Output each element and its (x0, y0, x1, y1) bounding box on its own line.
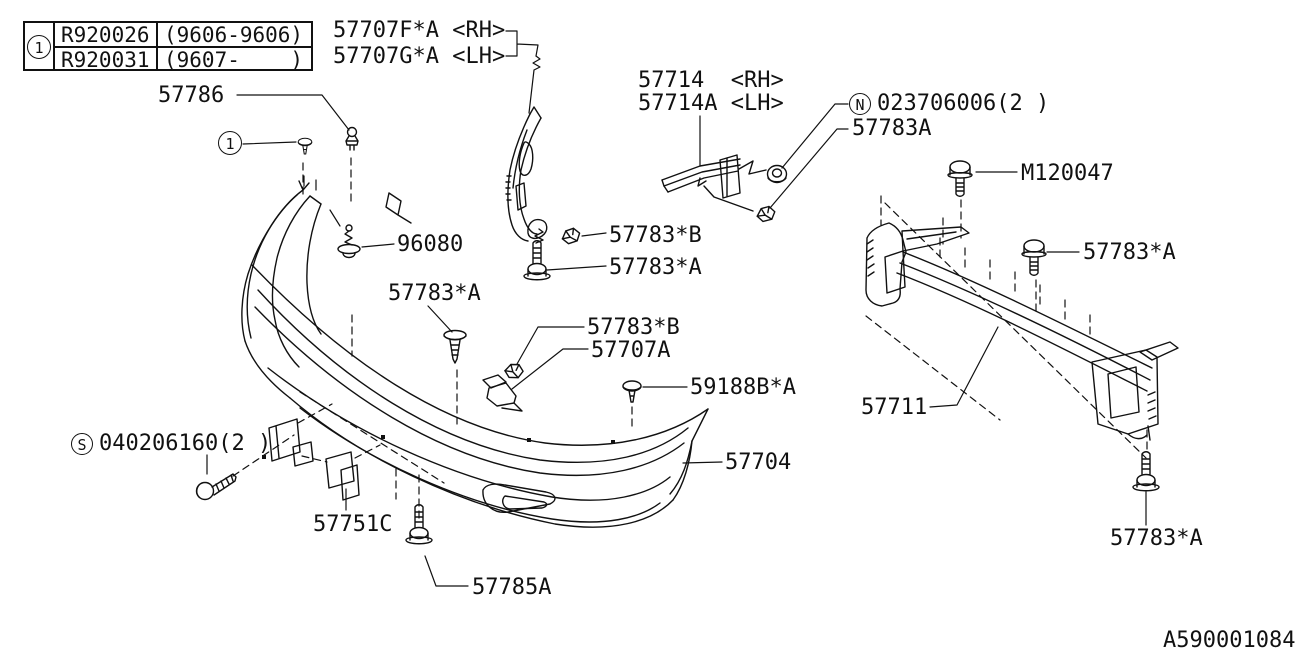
callout-57783b-2: 57783*B (587, 315, 680, 340)
callout-57783b-1: 57783*B (609, 223, 702, 248)
callout-57783a-bottom: 57783*A (1110, 526, 1203, 551)
legend-part-no: R920031 (55, 46, 158, 71)
callout-57714a-lh: 57714A <LH> (638, 91, 784, 116)
leader-lines (206, 30, 1147, 587)
callout-57751c: 57751C (313, 512, 393, 537)
callout-57707g: 57707G*A <LH> (333, 44, 506, 69)
legend-part-no: R920026 (55, 23, 158, 46)
circled-number-1-callout: 1 (218, 131, 242, 155)
pin-59188b-icon (622, 380, 642, 403)
callout-040206160: 040206160(2 ) (99, 431, 272, 456)
stay-bracket-drawing (661, 154, 767, 212)
callout-57707a: 57707A (591, 338, 671, 363)
bolt-57783a-right-icon (1021, 239, 1047, 276)
nut-023706006-icon (766, 164, 788, 184)
legend-marker-cell: 1 (25, 23, 55, 71)
callout-57785a: 57785A (472, 575, 552, 600)
circled-letter-s: S (71, 433, 93, 455)
callout-57783a-upper: 57783A (852, 116, 932, 141)
circled-number-1: 1 (27, 35, 51, 59)
clip-96080-icon (337, 224, 361, 259)
beam-drawing (865, 222, 1179, 441)
callout-57714-rh: 57714 <RH> (638, 68, 784, 93)
callout-57783a-right: 57783*A (1083, 240, 1176, 265)
callout-57707f: 57707F*A <RH> (333, 18, 506, 43)
legend-applicability: (9606-9606) (164, 23, 304, 47)
bolt-m120047-icon (947, 160, 973, 197)
drawing-number: A590001084 (1163, 628, 1296, 653)
construction-lines (232, 157, 1148, 520)
callout-57711: 57711 (861, 395, 928, 420)
clip-57783a-stay-icon (755, 205, 777, 223)
side-bracket-drawing (505, 106, 548, 244)
clip-57783b-top-icon (560, 226, 582, 246)
bracket-57707a-drawing (482, 374, 523, 412)
callout-96080: 96080 (397, 232, 464, 257)
legend-table: 1 R920026 (9606-9606) R920031 (9607- ) (23, 21, 313, 71)
clip-57786-icon (345, 126, 359, 151)
callout-57783a-1: 57783*A (609, 255, 702, 280)
callout-57786: 57786 (158, 83, 225, 108)
circled-letter-n: N (849, 93, 871, 115)
callout-m120047: M120047 (1021, 161, 1114, 186)
license-bracket-drawing (268, 418, 360, 501)
screw-57783a-icon (443, 329, 467, 364)
pin-ref1-icon (297, 137, 313, 155)
clip-57783b-mid-icon (503, 362, 525, 380)
lag-screw-040206160-icon (195, 473, 237, 501)
callout-57783a-2: 57783*A (388, 281, 481, 306)
bolt-57783a-icon (523, 240, 551, 281)
callout-57704: 57704 (725, 450, 792, 475)
callout-59188b: 59188B*A (690, 375, 796, 400)
callout-023706006: 023706006(2 ) (877, 91, 1050, 116)
legend-applicability: (9607- ) (158, 46, 311, 71)
